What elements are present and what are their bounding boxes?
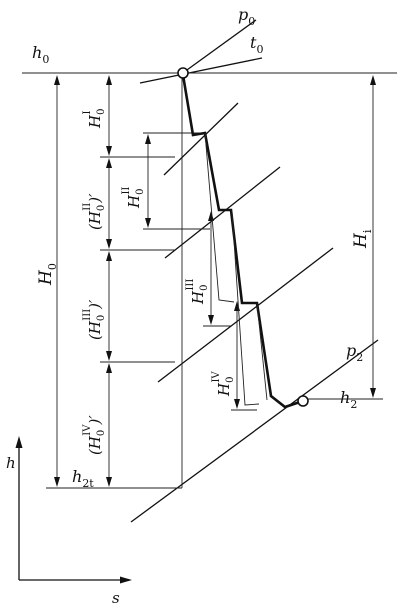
label-H0II-prime: (H0II)′ [82, 193, 107, 230]
isobar-p0 [179, 19, 257, 76]
isobar-p2 [130, 339, 379, 523]
state-point-start [177, 67, 189, 79]
label-H0III: H0III [185, 279, 210, 305]
isolines [130, 19, 379, 523]
label-p2: p2 [346, 341, 363, 364]
label-H0: H0 [36, 263, 59, 286]
isobar-stage-2 [164, 166, 281, 259]
axis-label-h: h [6, 454, 16, 472]
label-h2: h2 [340, 388, 357, 411]
s-axis-arrow [120, 576, 132, 584]
axis-label-s: s [112, 589, 120, 607]
isobar-stage-1 [163, 102, 239, 176]
reference-lines [22, 72, 397, 489]
h-axis-arrow [15, 436, 23, 448]
label-H0IV: H0IV [211, 371, 236, 397]
coordinate-axes: h s [6, 436, 132, 607]
label-H0II: H0II [121, 187, 146, 209]
label-h0: h0 [32, 43, 49, 66]
labels: p0 t0 h0 p2 h2 h2t H0 Hi H0I (H0II)′ H0I… [32, 5, 374, 490]
isobar-stage-3 [157, 247, 334, 383]
expansion-process [177, 67, 309, 409]
dimension-markers [54, 75, 376, 487]
stage-isentrope-3 [256, 302, 268, 401]
label-p0: p0 [238, 5, 255, 28]
expansion-line [181, 74, 301, 409]
isotherm-t0 [139, 57, 263, 84]
label-H0III-prime: (H0III)′ [82, 299, 107, 340]
label-h2t: h2t [72, 467, 94, 490]
label-H0IV-prime: (H0IV)′ [82, 415, 107, 455]
label-H0I: H0I [82, 109, 107, 129]
stage-isentrope-1 [204, 132, 235, 303]
label-Hi: Hi [351, 229, 374, 249]
stage-isentrope-2 [231, 210, 260, 406]
state-point-end [297, 395, 309, 407]
label-t0: t0 [250, 33, 263, 56]
